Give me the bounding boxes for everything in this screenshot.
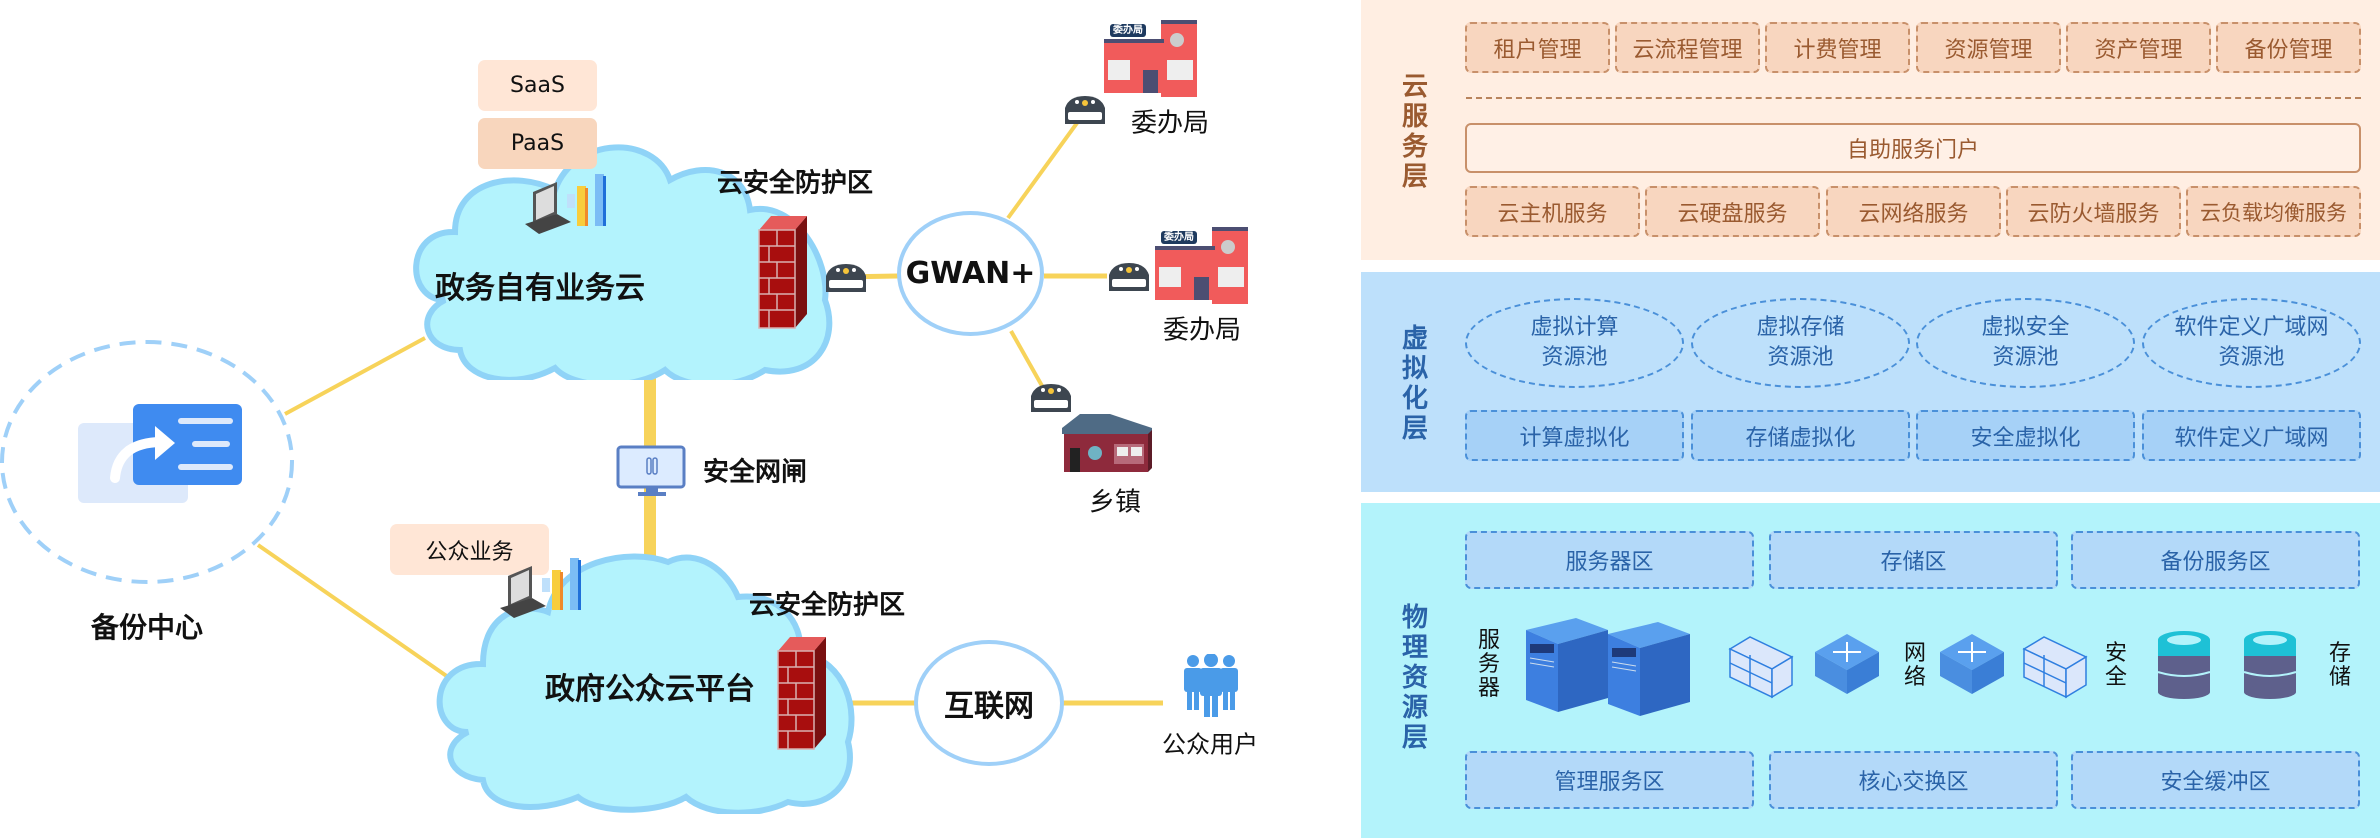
layer-title: 物理资源层 xyxy=(1401,603,1428,753)
security-gateway-icon[interactable] xyxy=(616,445,688,497)
mgmt-item[interactable]: 备份管理 xyxy=(2216,22,2361,73)
firewall-icon xyxy=(758,216,807,329)
firewall-icon xyxy=(777,637,826,750)
virtualization-layer: 虚拟化层 虚拟计算资源池 虚拟存储资源池 虚拟安全资源池 软件定义广域网资源池 … xyxy=(1361,272,2380,492)
building-sign: 委办局 xyxy=(1161,231,1197,244)
zone-item[interactable]: 核心交换区 xyxy=(1769,751,2058,809)
paas-tag: PaaS xyxy=(478,118,597,169)
layer-title: 虚拟化层 xyxy=(1401,324,1428,444)
service-item[interactable]: 云硬盘服务 xyxy=(1645,186,1820,237)
mgmt-item[interactable]: 资源管理 xyxy=(1916,22,2061,73)
router-icon xyxy=(1065,96,1105,124)
mgmt-item[interactable]: 计费管理 xyxy=(1765,22,1910,73)
service-item[interactable]: 云负载均衡服务 xyxy=(2186,186,2361,237)
backup-center-node[interactable] xyxy=(0,338,300,588)
backup-icon xyxy=(78,404,242,503)
gwan-node[interactable]: GWAN+ xyxy=(897,211,1044,336)
gwan-label: GWAN+ xyxy=(905,256,1036,291)
zone-item[interactable]: 服务器区 xyxy=(1465,531,1754,589)
public-users-label: 公众用户 xyxy=(1162,730,1258,759)
branch-label-2: 委办局 xyxy=(1162,315,1242,346)
service-item[interactable]: 云防火墙服务 xyxy=(2006,186,2181,237)
public-security-zone-label: 云安全防护区 xyxy=(748,590,906,621)
internet-node[interactable]: 互联网 xyxy=(914,640,1064,766)
link-backup-public xyxy=(256,543,450,679)
router-icon xyxy=(1031,384,1071,412)
server-label: 服务器 xyxy=(1477,628,1500,701)
pool-line1: 虚拟计算 xyxy=(1530,315,1619,340)
virtualization-item[interactable]: 存储虚拟化 xyxy=(1691,410,1910,461)
virtualization-item[interactable]: 安全虚拟化 xyxy=(1916,410,2135,461)
service-item[interactable]: 云主机服务 xyxy=(1465,186,1640,237)
pool-line2: 资源池 xyxy=(1992,345,2059,370)
security-gateway-label: 安全网闸 xyxy=(702,457,808,488)
link-backup-private xyxy=(284,336,426,416)
backup-center-label: 备份中心 xyxy=(90,611,204,644)
mgmt-item[interactable]: 租户管理 xyxy=(1465,22,1610,73)
branch-office-building-2[interactable]: 委办局 xyxy=(1155,225,1249,304)
security-label: 安全 xyxy=(2104,641,2127,690)
network-label: 网络 xyxy=(1903,641,1926,690)
firewall-icon xyxy=(2022,636,2088,699)
storage-icon xyxy=(2157,631,2211,699)
public-business-tag: 公众业务 xyxy=(390,524,549,575)
router-icon xyxy=(1109,263,1149,291)
laptop-signal-icon xyxy=(500,558,581,618)
private-cloud[interactable] xyxy=(405,140,845,380)
pool-line2: 资源池 xyxy=(1767,345,1834,370)
storage-label: 存储 xyxy=(2328,641,2351,690)
layer-title: 云服务层 xyxy=(1401,72,1428,192)
switch-icon xyxy=(1815,634,1879,694)
township-label: 乡镇 xyxy=(1088,487,1142,518)
zone-item[interactable]: 存储区 xyxy=(1769,531,2058,589)
virtualization-item[interactable]: 计算虚拟化 xyxy=(1465,410,1684,461)
pool-line2: 资源池 xyxy=(1541,345,1608,370)
pool-line2: 资源池 xyxy=(2218,345,2285,370)
switch-icon xyxy=(1940,634,2004,694)
link-gwan-branch1 xyxy=(1006,110,1087,220)
users-icon[interactable] xyxy=(1180,654,1242,718)
router-icon xyxy=(826,264,866,292)
pool-line1: 软件定义广域网 xyxy=(2174,315,2329,340)
cloud-service-layer: 云服务层 租户管理 云流程管理 计费管理 资源管理 资产管理 备份管理 自助服务… xyxy=(1361,0,2380,260)
storage-icon xyxy=(2243,631,2297,699)
saas-tag: SaaS xyxy=(478,60,597,111)
divider xyxy=(1466,97,2361,99)
mgmt-item[interactable]: 资产管理 xyxy=(2066,22,2211,73)
firewall-icon xyxy=(1728,636,1794,699)
public-cloud-label: 政府公众云平台 xyxy=(545,672,755,707)
resource-pool[interactable]: 虚拟计算资源池 xyxy=(1465,298,1684,388)
server-icon xyxy=(1526,618,1690,716)
resource-pool[interactable]: 虚拟存储资源池 xyxy=(1691,298,1910,388)
building-sign: 委办局 xyxy=(1110,24,1146,37)
branch-label-1: 委办局 xyxy=(1130,108,1210,139)
zone-item[interactable]: 安全缓冲区 xyxy=(2071,751,2360,809)
resource-pool[interactable]: 虚拟安全资源池 xyxy=(1916,298,2135,388)
township-building-icon[interactable] xyxy=(1060,410,1154,476)
private-security-zone-label: 云安全防护区 xyxy=(716,168,874,199)
pool-line1: 虚拟安全 xyxy=(1981,315,2070,340)
physical-layer: 物理资源层 服务器区 存储区 备份服务区 服务器 网络 安全 存储 管理服务区 … xyxy=(1361,503,2380,838)
pool-line1: 虚拟存储 xyxy=(1756,315,1845,340)
private-cloud-label: 政务自有业务云 xyxy=(435,271,645,306)
service-item[interactable]: 云网络服务 xyxy=(1826,186,2001,237)
zone-item[interactable]: 备份服务区 xyxy=(2071,531,2360,589)
self-service-portal[interactable]: 自助服务门户 xyxy=(1465,123,2361,173)
zone-item[interactable]: 管理服务区 xyxy=(1465,751,1754,809)
laptop-signal-icon xyxy=(525,174,606,234)
branch-office-building-1[interactable]: 委办局 xyxy=(1104,18,1198,97)
virtualization-item[interactable]: 软件定义广域网 xyxy=(2142,410,2361,461)
resource-pool[interactable]: 软件定义广域网资源池 xyxy=(2142,298,2361,388)
internet-label: 互联网 xyxy=(944,689,1034,724)
mgmt-item[interactable]: 云流程管理 xyxy=(1615,22,1760,73)
